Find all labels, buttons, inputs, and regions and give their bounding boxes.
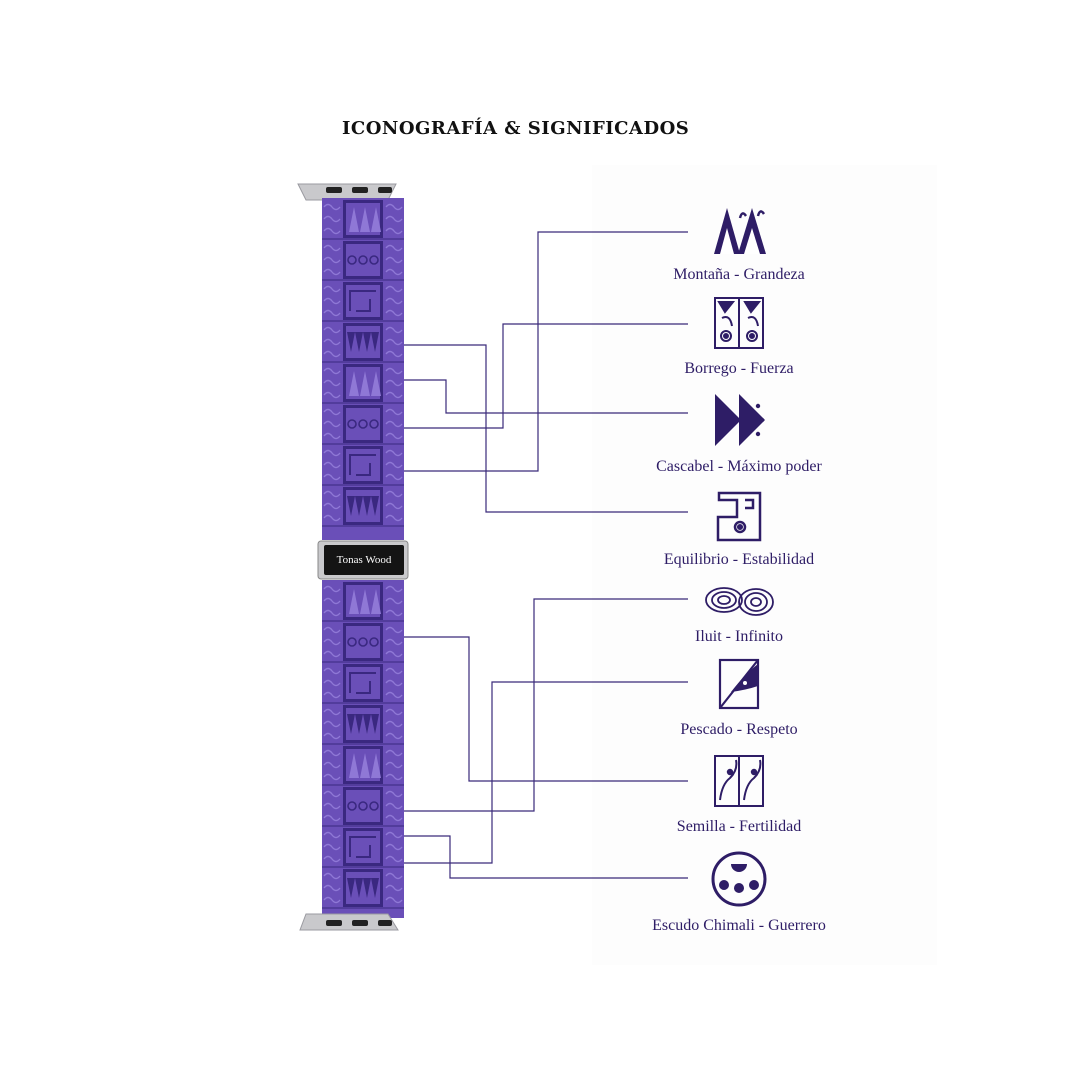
- ram-icon: [714, 297, 764, 349]
- lower-band: [322, 580, 404, 918]
- spiral-icon: [705, 587, 774, 616]
- label-shield: Escudo Chimali - Guerrero: [652, 917, 826, 934]
- clasp: Tonas Wood: [317, 540, 409, 580]
- label-spiral: Iluit - Infinito: [695, 628, 783, 645]
- leader-line-rattlesnake: [404, 379, 688, 414]
- lower-band-link: [322, 827, 404, 868]
- top-adapter: [297, 183, 397, 201]
- leader-line-fish: [404, 681, 688, 864]
- page-title: ICONOGRAFÍA & SIGNIFICADOS: [342, 118, 690, 139]
- fish-icon: [718, 658, 760, 710]
- leader-line-seed: [404, 636, 688, 782]
- legend-panel: [592, 165, 937, 965]
- upper-band-link: [322, 199, 404, 240]
- lower-band-link: [322, 704, 404, 745]
- upper-band-link: [322, 322, 404, 363]
- upper-band-link: [322, 363, 404, 404]
- label-balance: Equilibrio - Estabilidad: [663, 551, 815, 568]
- upper-band-link: [322, 486, 404, 527]
- upper-band-link: [322, 240, 404, 281]
- label-rattlesnake: Cascabel - Máximo poder: [656, 458, 822, 475]
- lower-band-link: [322, 663, 404, 704]
- lower-band-link: [322, 745, 404, 786]
- shield-icon: [711, 851, 767, 907]
- bottom-adapter: [299, 913, 399, 931]
- label-mountain: Montaña - Grandeza: [673, 266, 805, 283]
- label-fish: Pescado - Respeto: [680, 721, 798, 738]
- seed-icon: [714, 755, 764, 807]
- leader-line-mountain: [404, 231, 688, 472]
- lower-band-link: [322, 868, 404, 909]
- mountain-icon: [714, 208, 766, 254]
- leader-line-ram: [404, 323, 688, 429]
- rattlesnake-icon: [715, 394, 765, 446]
- leader-lines: [404, 231, 688, 879]
- leader-line-spiral: [404, 598, 688, 812]
- lower-band-link: [322, 786, 404, 827]
- brand-label: Tonas Wood: [337, 554, 392, 566]
- upper-band-link: [322, 281, 404, 322]
- leader-line-balance: [404, 344, 688, 513]
- balance-icon: [716, 491, 762, 542]
- lower-band-link: [322, 581, 404, 622]
- upper-band-link: [322, 445, 404, 486]
- upper-band: [322, 198, 404, 540]
- label-ram: Borrego - Fuerza: [684, 360, 794, 377]
- leader-line-shield: [404, 835, 688, 879]
- lower-band-link: [322, 622, 404, 663]
- upper-band-link: [322, 404, 404, 445]
- label-seed: Semilla - Fertilidad: [676, 818, 802, 835]
